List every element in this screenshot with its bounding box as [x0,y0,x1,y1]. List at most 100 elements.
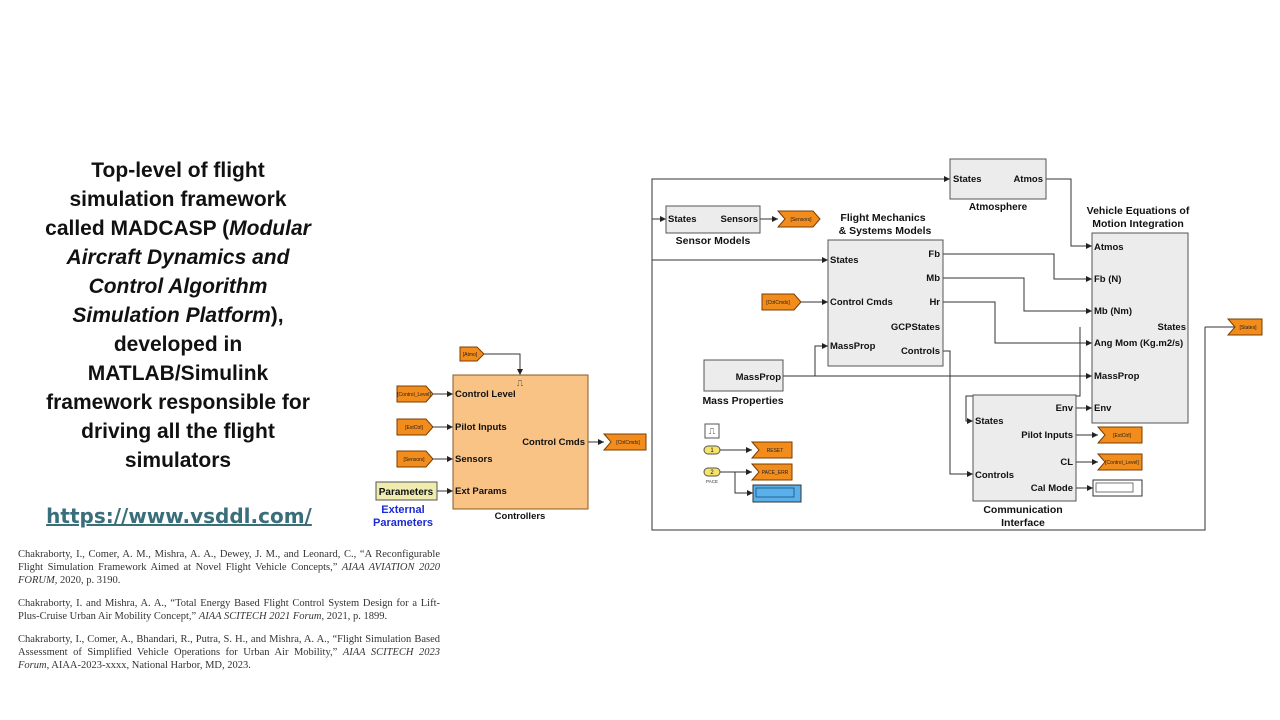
ctrl-in-sensors: Sensors [455,454,493,465]
ctrl-out: Control Cmds [522,437,585,448]
misc-blocks: ⎍ 1 2 PACE [703,423,1143,503]
description-line: MATLAB/Simulink [28,359,328,388]
fm-in-control: Control Cmds [830,297,893,308]
description-line: developed in [28,330,328,359]
eom-in-atmos: Atmos [1094,242,1124,253]
tag-states-goto[interactable]: [States] [1226,318,1263,336]
tag-pace-goto[interactable]: PACE_ERR [750,463,793,481]
tag-ctrlcmds-goto[interactable]: [CtrlCmds] [602,433,647,451]
description-italic-segment: Modular [229,217,311,240]
pulse-block[interactable] [704,423,720,439]
fm-out-fb: Fb [928,249,940,260]
tag-ctrlcmds-goto-text: [CtrlCmds] [616,440,640,446]
const-block-1[interactable] [703,445,721,455]
eom-in-angmom: Ang Mom (Kg.m2/s) [1094,338,1183,349]
description-segment: called MADCASP ( [45,217,230,240]
comm-in-controls: Controls [975,470,1014,481]
tag-control-level-goto[interactable]: [Control_Level] [1096,453,1143,471]
reference-text: AIAA AVIATION 2020 FORUM [18,562,440,586]
ctrl-in-ext: Ext Params [455,486,507,497]
tag-extctrl-from-text: [ExtCtrl] [405,425,423,431]
display-inner [755,487,795,498]
reference-text: AIAA SCITECH 2021 Forum [198,611,322,622]
tag-sensors-text: [Sensors] [790,217,812,223]
website-link[interactable]: https://www.vsddl.com/ [46,504,312,528]
tag-extctrl-goto[interactable]: [ExtCtrl] [1096,426,1143,444]
mass-properties-block[interactable]: MassProp Mass Properties [702,359,784,407]
const-block-2[interactable] [703,467,721,477]
eom-in-massprop: MassProp [1094,371,1140,382]
tag-ctrlcmds-from[interactable]: [CtrlCmds] [761,293,802,311]
const-2-text: 2 [710,470,714,476]
ctrl-in-control-level: Control Level [455,389,516,400]
reference-item: Chakraborty, I. and Mishra, A. A., “Tota… [18,597,440,623]
description-italic-segment: Aircraft Dynamics and [66,246,290,269]
sensor-models-block[interactable]: States Sensors Sensor Models [665,205,761,247]
tag-sensors-from[interactable]: [Sensors] [396,450,434,468]
parameters-title-1: External [381,504,424,516]
calmode-display[interactable] [1092,479,1143,497]
tag-atmo-text: [Atmo] [463,352,478,358]
comm-title-2: Interface [1001,517,1045,529]
ctrl-in-pilot: Pilot Inputs [455,422,507,433]
fm-out-controls: Controls [901,346,940,357]
comm-out-pilot: Pilot Inputs [1021,430,1073,441]
communication-interface-block[interactable]: States Controls Env Pilot Inputs CL Cal … [972,394,1077,529]
tag-control-level-goto-text: [Control_Level] [1105,460,1139,466]
sensor-models-in: States [668,214,697,225]
parameters-block[interactable]: Parameters External Parameters [373,481,438,529]
ctrl-step-icon: ⎍ [517,378,524,388]
reference-text: , 2021, p. 1899. [321,611,388,622]
tag-atmo-from[interactable]: [Atmo] [459,346,485,362]
fm-out-gcp: GCPStates [891,322,940,333]
flight-mechanics-block[interactable]: Flight Mechanics & Systems Models States… [827,212,944,367]
description-line: simulation framework [28,185,328,214]
const-1-text: 1 [710,448,714,454]
vehicle-eom-block[interactable]: Vehicle Equations of Motion Integration … [1087,205,1190,424]
reference-text: Chakraborty, I., Comer, A. M., Mishra, A… [18,549,440,573]
atmosphere-block[interactable]: States Atmos Atmosphere [949,158,1047,213]
eom-in-fb: Fb (N) [1094,274,1121,285]
tag-reset-goto[interactable]: RESET [750,441,793,459]
flight-mechanics-title-2: & Systems Models [839,225,932,237]
description-segment: driving all the flight [81,420,275,443]
comm-title-1: Communication [983,504,1062,516]
fm-out-mb: Mb [926,273,940,284]
description-segment: developed in [113,333,243,356]
description-segment: Top-level of flight [91,159,265,182]
reference-item: Chakraborty, I., Comer, A., Bhandari, R.… [18,633,440,672]
mass-properties-title: Mass Properties [702,395,783,407]
ctrl-title: Controllers [495,511,546,522]
fm-in-states: States [830,255,859,266]
atmosphere-out-atmos: Atmos [1013,174,1043,185]
parameters-label: Parameters [379,487,434,498]
tag-extctrl-from[interactable]: [ExtCtrl] [396,418,434,436]
tag-sensors-goto[interactable]: [Sensors] [776,210,821,228]
eom-title-2: Motion Integration [1092,218,1184,230]
description-italic-segment: Simulation Platform [72,304,271,327]
tag-control-level-from-text: [Control_Level] [397,392,431,398]
controllers-block[interactable]: ⎍ Control Level Pilot Inputs Sensors Ext… [452,374,589,522]
comm-out-env: Env [1056,403,1074,414]
references: Chakraborty, I., Comer, A. M., Mishra, A… [18,548,440,682]
flight-mechanics-title-1: Flight Mechanics [840,212,925,224]
description-line: Top-level of flight [28,156,328,185]
atmosphere-in-states: States [953,174,982,185]
tag-control-level-from[interactable]: [Control_Level] [396,385,434,403]
eom-in-mb: Mb (Nm) [1094,306,1132,317]
sensor-models-out: Sensors [721,214,759,225]
comm-in-states: States [975,416,1004,427]
calmode-display-inner [1095,482,1134,493]
description-line: driving all the flight [28,417,328,446]
tag-pace-text: PACE_ERR [762,470,789,476]
pace-label: PACE [706,479,718,484]
description-line: Aircraft Dynamics and [28,243,328,272]
display-block[interactable] [752,484,802,503]
pulse-icon: ⎍ [709,426,716,436]
fm-out-hr: Hr [929,297,940,308]
sensor-models-title: Sensor Models [676,235,751,247]
description-segment: framework responsible for [46,391,310,414]
eom-out-states: States [1157,322,1186,333]
description-line: Simulation Platform), [28,301,328,330]
